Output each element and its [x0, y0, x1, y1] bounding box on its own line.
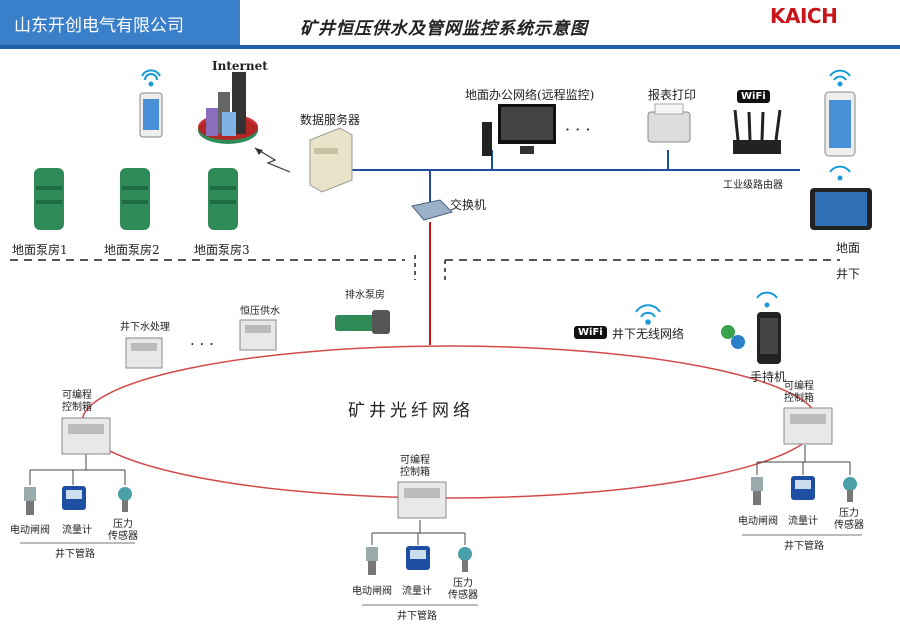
- wifi-badge-underground: WiFi: [574, 326, 607, 339]
- internet-label: Internet: [212, 59, 268, 73]
- drain-pump-label: 排水泵房: [345, 290, 385, 301]
- server-label: 数据服务器: [300, 113, 361, 127]
- flowmeter-label-2: 流量计: [402, 586, 432, 597]
- valve-icon-3: [751, 477, 763, 505]
- plc-box-icon-center: [397, 481, 447, 519]
- const-pressure-label: 恒压供水: [240, 306, 280, 317]
- wireless-network-label: 井下无线网络: [612, 327, 685, 341]
- wifi-icon-underground: [635, 304, 661, 325]
- tablet-icon: [810, 188, 872, 230]
- pump-room-1-label: 地面泵房1: [12, 243, 68, 257]
- office-dots: · · ·: [565, 120, 591, 139]
- flowmeter-icon-2: [406, 546, 430, 570]
- wifi-icon-tablet: [829, 165, 851, 181]
- pressure-sensor-icon-3: [843, 477, 857, 502]
- flowmeter-icon-1: [62, 486, 86, 510]
- ring-network-label: 矿井光纤网络: [348, 401, 474, 421]
- flowmeter-label-1: 流量计: [62, 525, 92, 536]
- pump-room-2-label: 地面泵房2: [104, 243, 160, 257]
- wifi-icon-surface-left: [141, 69, 161, 87]
- internet-icon: [198, 72, 258, 144]
- internet-link: [254, 147, 291, 173]
- underground-dots: · · ·: [190, 335, 214, 353]
- handheld-label: 手持机: [750, 370, 787, 384]
- plc-box-icon-right: [783, 407, 833, 445]
- internet-arrow: [255, 148, 263, 155]
- pump-icon-2: [120, 168, 150, 230]
- valve-label-1: 电动闸阀: [10, 525, 50, 536]
- plc-box-icon-left: [61, 417, 111, 455]
- sensor-label-2: 压力 传感器: [448, 578, 478, 601]
- printer-label: 报表打印: [648, 88, 697, 102]
- valve-icon-2: [366, 547, 378, 575]
- wifi-icon-surface-right: [829, 69, 851, 87]
- valve-label-2: 电动闸阀: [352, 586, 392, 597]
- pump-icon-1: [34, 168, 64, 230]
- drain-pump-icon: [335, 310, 390, 334]
- header-underline: [0, 45, 900, 49]
- chat-users-icon: [721, 325, 745, 349]
- page-title: 矿井恒压供水及管网监控系统示意图: [300, 19, 588, 39]
- sensor-label-3: 压力 传感器: [834, 508, 864, 531]
- water-treatment-label: 井下水处理: [120, 322, 170, 333]
- flowmeter-icon-3: [791, 476, 815, 500]
- fiber-ring: [81, 345, 819, 499]
- pipeline-label-3: 井下管路: [784, 541, 824, 552]
- office-network-label: 地面办公网络(远程监控): [465, 88, 595, 102]
- surface-zone-label: 地面: [836, 241, 861, 255]
- plc-label-left: 可编程 控制箱: [62, 390, 92, 413]
- server-icon: [309, 127, 353, 193]
- switch-icon: [411, 199, 453, 221]
- water-treatment-panel-icon: [125, 337, 163, 369]
- pipeline-label-1: 井下管路: [55, 549, 95, 560]
- plc-label-right: 可编程 控制箱: [784, 381, 814, 404]
- printer-icon: [647, 103, 691, 143]
- pressure-sensor-icon-1: [118, 487, 132, 512]
- handheld-device-icon: [757, 312, 781, 364]
- kaich-logo: KAICH: [770, 4, 838, 28]
- router-label: 工业级路由器: [723, 180, 783, 191]
- pipeline-label-2: 井下管路: [397, 611, 437, 622]
- wifi-badge-surface: WiFi: [737, 90, 770, 103]
- underground-zone-label: 井下: [836, 267, 861, 281]
- const-pressure-panel-icon: [239, 319, 277, 351]
- plc-label-center: 可编程 控制箱: [400, 455, 430, 478]
- phone-icon-surface-left: [139, 92, 163, 138]
- pc-icon: [482, 104, 556, 156]
- flowmeter-label-3: 流量计: [788, 516, 818, 527]
- sensor-label-1: 压力 传感器: [108, 519, 138, 542]
- valve-label-3: 电动闸阀: [738, 516, 778, 527]
- valve-icon-1: [24, 487, 36, 515]
- switch-label: 交换机: [450, 198, 487, 212]
- company-banner: 山东开创电气有限公司: [0, 0, 240, 45]
- company-name: 山东开创电气有限公司: [14, 16, 184, 36]
- pump-icon-3: [208, 168, 238, 230]
- pressure-sensor-icon-2: [458, 547, 472, 572]
- wifi-icon-handheld: [756, 291, 778, 308]
- router-icon: [733, 109, 782, 154]
- pump-room-3-label: 地面泵房3: [194, 243, 250, 257]
- phone-icon-surface-right: [824, 91, 856, 157]
